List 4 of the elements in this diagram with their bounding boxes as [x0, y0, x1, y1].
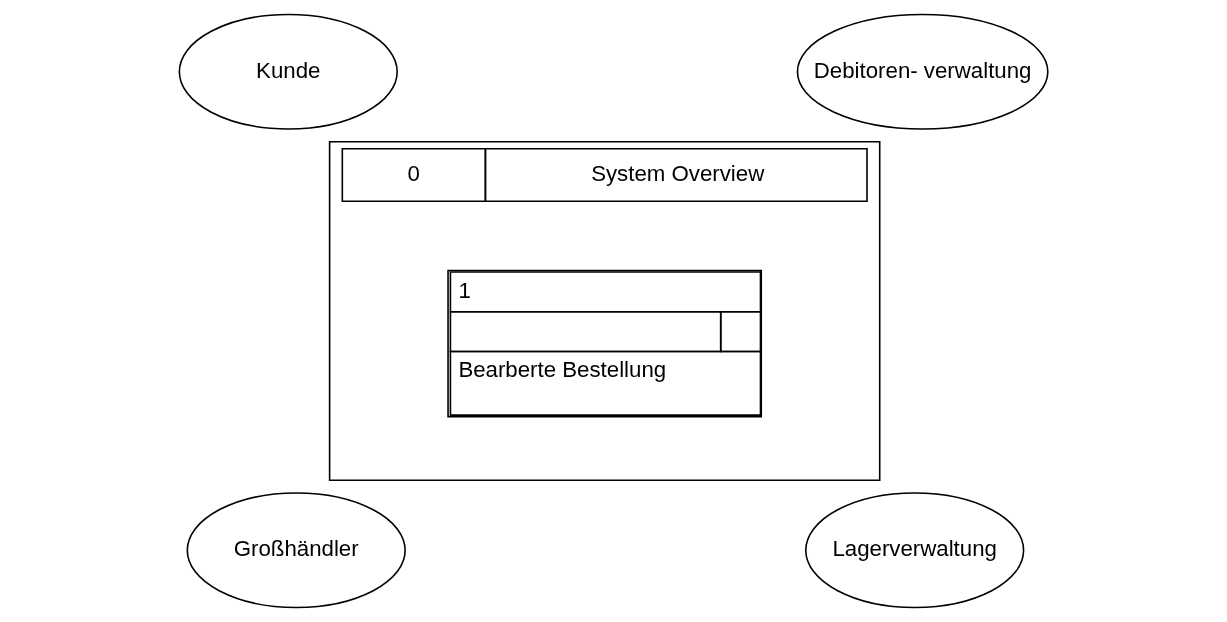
node-ellipse: Kunde	[178, 13, 398, 130]
node-ellipse: Lagerverwaltung	[805, 492, 1025, 609]
node-ellipse: Debitoren- verwaltung	[796, 13, 1049, 130]
node-ellipse: Großhändler	[186, 492, 406, 609]
